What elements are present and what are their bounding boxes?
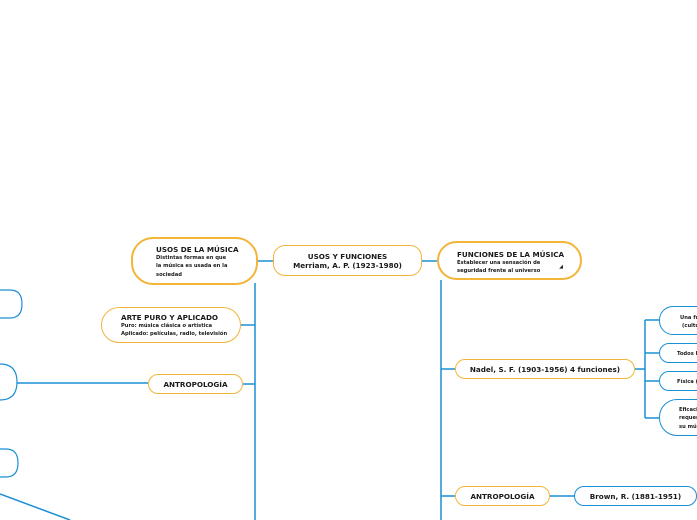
usos-node-line-2: la música es usada en la — [156, 263, 228, 270]
funciones-node[interactable]: FUNCIONES DE LA MÚSICA Establecer una se… — [437, 241, 582, 280]
nadel-node[interactable]: Nadel, S. F. (1903-1956) 4 funciones) — [455, 359, 635, 379]
antropologia-left-node[interactable]: ANTROPOLOGÍA — [148, 374, 243, 394]
central-node[interactable]: USOS Y FUNCIONES Merriam, A. P. (1923-19… — [273, 245, 422, 276]
usos-node-line-3: sociedad — [156, 271, 182, 278]
usos-node[interactable]: USOS DE LA MÚSICA Distintas formas en qu… — [131, 237, 258, 285]
nadel-child-4-line-2: requer — [679, 415, 697, 422]
nadel-child-1-line-1: Una fu — [680, 315, 697, 321]
funciones-node-line-1: Establecer una sensación de — [457, 260, 541, 266]
arte-node[interactable]: ARTE PURO Y APLICADO Puro: música clásic… — [101, 307, 241, 343]
nadel-child-4-line-1: Eficaci — [679, 407, 697, 413]
nadel-child-4[interactable]: Eficaci requer su mú — [659, 399, 697, 436]
usos-node-title: USOS DE LA MÚSICA — [156, 245, 239, 254]
nadel-label: Nadel, S. F. (1903-1956) 4 funciones) — [469, 364, 621, 374]
triangle-collapse-icon[interactable]: ◢ — [559, 264, 563, 270]
nadel-child-4-line-3: su mú — [679, 423, 697, 430]
arte-node-line-2: Aplicado: películas, radio, televisión — [121, 331, 228, 338]
funciones-node-title: FUNCIONES DE LA MÚSICA — [457, 250, 565, 259]
antropologia-right-label: ANTROPOLOGÍA — [470, 491, 535, 501]
nadel-child-3[interactable]: Física ( — [659, 371, 697, 391]
usos-node-line-1: Distintas formas en que — [156, 255, 227, 261]
nadel-child-1[interactable]: Una fu (cultu — [659, 306, 697, 335]
central-node-subtitle: Merriam, A. P. (1923-1980) — [293, 260, 402, 270]
antropologia-left-label: ANTROPOLOGÍA — [163, 379, 228, 389]
central-node-title: USOS Y FUNCIONES — [307, 251, 388, 261]
nadel-child-3-line-1: Física ( — [677, 379, 697, 385]
nadel-child-1-line-2: (cultu — [682, 323, 697, 330]
arte-node-title: ARTE PURO Y APLICADO — [121, 313, 219, 322]
brown-label: Brown, R. (1881-1951) — [589, 491, 682, 501]
arte-node-line-1: Puro: música clásica o artística — [121, 323, 213, 329]
funciones-node-line-2: seguridad frente al universo — [457, 268, 541, 275]
nadel-child-2-line-1: Todos l — [677, 351, 697, 357]
antropologia-right-node[interactable]: ANTROPOLOGÍA — [455, 486, 550, 506]
brown-node[interactable]: Brown, R. (1881-1951) — [574, 486, 697, 506]
nadel-child-2[interactable]: Todos l — [659, 343, 697, 363]
